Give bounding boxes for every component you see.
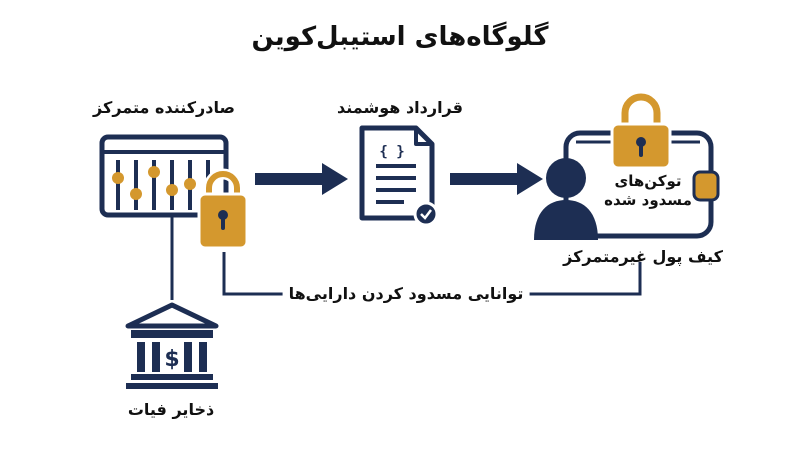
contract-label: قرارداد هوشمند — [337, 98, 463, 117]
arrow-contract-to-wallet — [450, 163, 543, 195]
reserves-label: ذخایر فیات — [127, 400, 215, 419]
contract-code-glyph: { } — [379, 144, 404, 160]
wallet-label: کیف پول غیرمتمرکز — [563, 247, 723, 266]
frozen-tokens-label-line2: مسدود شده — [604, 191, 692, 209]
freeze-capability-label: توانایی مسدود کردن دارایی‌ها — [282, 284, 530, 303]
bank-dollar-symbol: $ — [164, 347, 179, 372]
issuer-label: صادرکننده متمرکز — [93, 98, 235, 117]
freeze-capability-bracket — [222, 252, 642, 296]
arrow-issuer-to-contract — [255, 163, 348, 195]
wallet-padlock-icon — [610, 91, 672, 170]
frozen-tokens-label-line1: توکن‌های — [614, 172, 682, 190]
smart-contract-document-icon — [359, 125, 435, 221]
bank-icon — [125, 302, 219, 389]
verified-badge-icon — [413, 201, 439, 227]
issuer-padlock-icon — [197, 168, 249, 250]
page-title: گلوگاه‌های استیبل‌کوین — [251, 22, 549, 52]
user-avatar-icon — [534, 158, 598, 240]
